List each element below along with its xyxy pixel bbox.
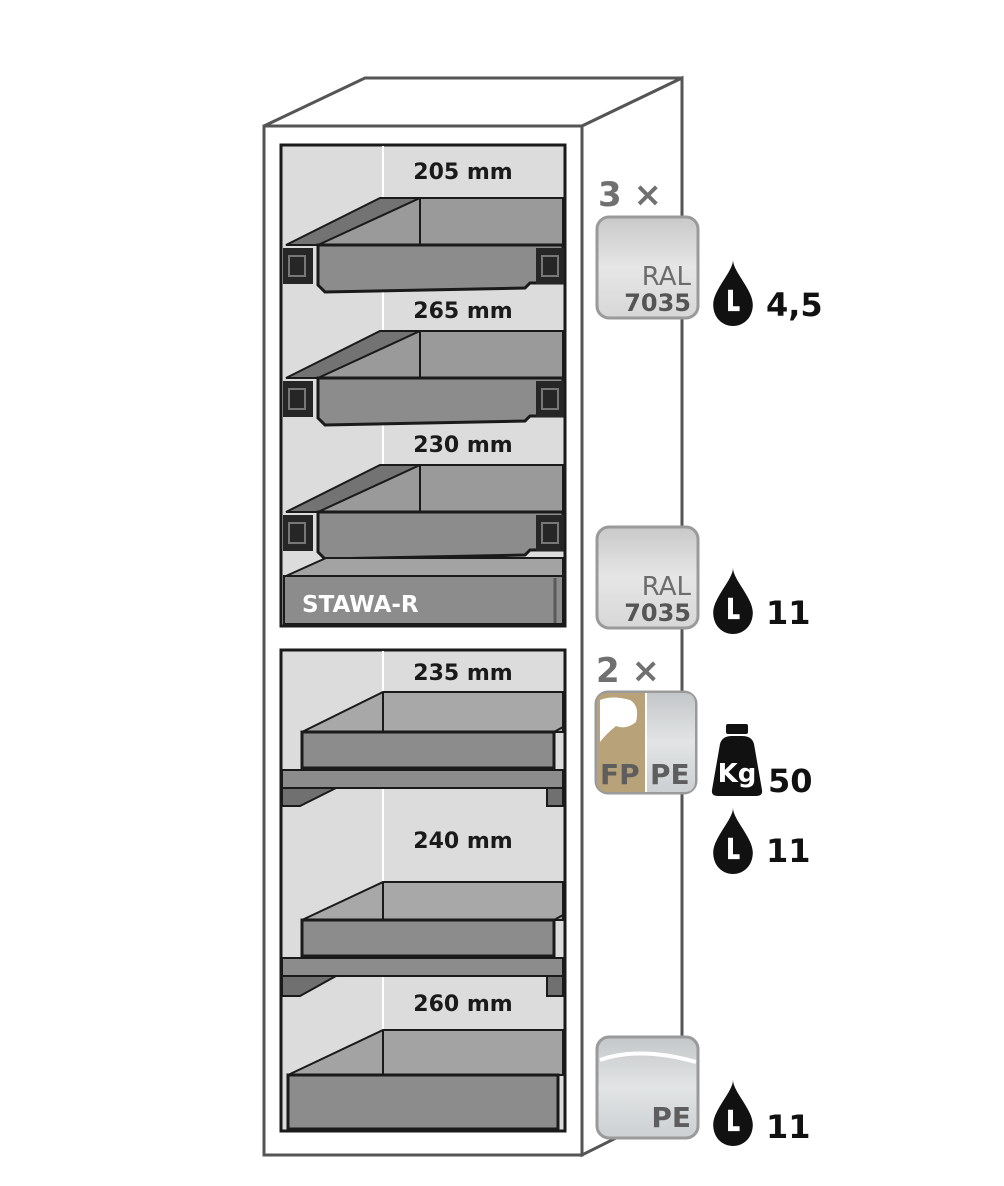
pull-out-tray (283, 330, 565, 427)
ral-swatch: RAL 7035 (595, 525, 700, 630)
liter-drop-icon (713, 568, 753, 634)
bottom-sump (286, 1029, 564, 1131)
shelf-height-label: 230 mm (413, 433, 512, 458)
kg-weight-icon: Kg (711, 724, 763, 796)
model-label: STAWA-R (302, 592, 419, 618)
shelf-height-label: 265 mm (413, 299, 512, 324)
weight-icon-label: Kg (718, 759, 757, 789)
upper-tray-volume: 4,5 (766, 286, 823, 324)
lower-tray-multiplier: 2 × (596, 651, 660, 691)
lower-tray-volume: 11 (766, 832, 811, 870)
pull-out-tray (283, 197, 565, 294)
swatch-ral-label: RAL (642, 262, 692, 292)
lower-compartment: 235 mm 240 mm 260 mm (279, 648, 567, 1133)
liter-drop-icon (713, 260, 753, 326)
bottom-sump-volume: 11 (766, 1108, 811, 1146)
pull-out-tray (283, 464, 565, 561)
swatch-ral-label: RAL (642, 572, 692, 602)
ral-swatch: RAL 7035 (595, 215, 700, 320)
liter-drop-icon (713, 1080, 753, 1146)
shelf-height-label: 235 mm (413, 661, 512, 686)
swatch-ral-code: 7035 (624, 599, 691, 627)
shelf-tray (281, 691, 564, 807)
upper-tray-multiplier: 3 × (598, 175, 662, 215)
material-pe-label: PE (651, 1101, 691, 1134)
shelf-tray (281, 881, 564, 997)
shelf-height-label: 240 mm (413, 829, 512, 854)
shelf-height-label: 205 mm (413, 160, 512, 185)
material-fp-label: FP (600, 758, 640, 791)
liter-drop-icon (713, 808, 753, 874)
material-pe-label: PE (650, 758, 690, 791)
material-swatch: FP PE (594, 690, 698, 795)
bottom-sump: STAWA-R (283, 557, 564, 625)
material-swatch: PE (595, 1035, 700, 1140)
shelf-height-label: 260 mm (413, 992, 512, 1017)
swatch-ral-code: 7035 (624, 289, 691, 317)
sump-volume: 11 (766, 594, 811, 632)
upper-compartment: STAWA-R 205 mm 265 mm 230 mm (279, 143, 567, 628)
lower-tray-load: 50 (768, 762, 813, 800)
